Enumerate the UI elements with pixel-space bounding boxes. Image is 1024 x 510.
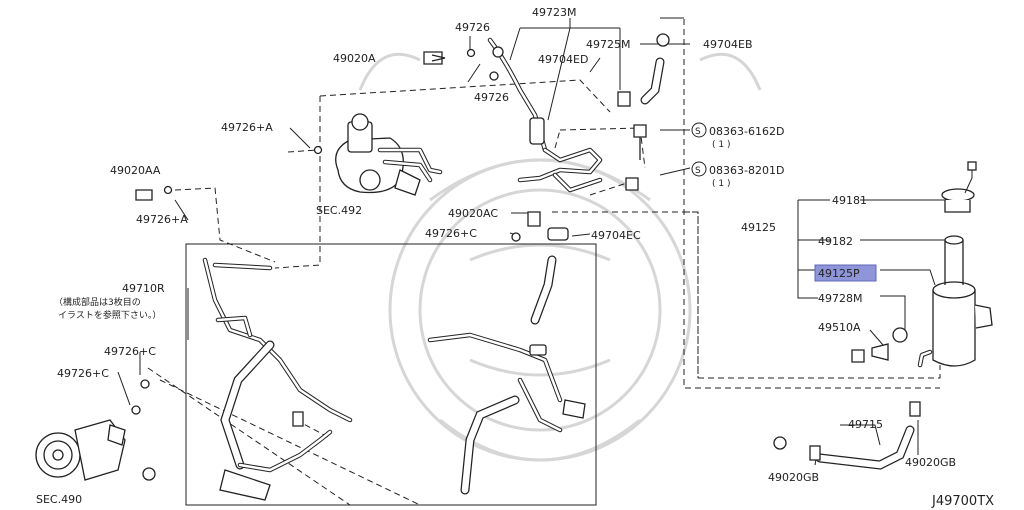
small-fasteners — [131, 46, 908, 481]
qty-08363-6162D: ( 1 ) — [712, 140, 730, 150]
label-49726-plus-c-1[interactable]: 49726+C — [425, 227, 477, 240]
label-49510A[interactable]: 49510A — [818, 321, 861, 334]
label-49723M[interactable]: 49723M — [532, 6, 576, 19]
label-08363-6162D[interactable]: 08363-6162D — [709, 125, 784, 138]
label-49726-top[interactable]: 49726 — [455, 21, 490, 34]
steering-gear-sec492 — [335, 113, 443, 196]
note-line-2: イラストを参照下さい。） — [58, 309, 161, 321]
screw-symbols: S S — [691, 122, 707, 177]
label-49020AA[interactable]: 49020AA — [110, 164, 161, 177]
screw-s-icon-2: S — [695, 166, 701, 176]
label-49704EB[interactable]: 49704EB — [703, 38, 753, 51]
part-labels: 49723M 49726 49725M 49704EB 49020A 49704… — [36, 6, 994, 509]
pipe-assembly-49710R — [202, 257, 586, 501]
return-hose-49704EC — [530, 255, 557, 325]
label-49020GB-1[interactable]: 49020GB — [905, 456, 956, 469]
label-49728M[interactable]: 49728M — [818, 292, 862, 305]
label-49726-mid[interactable]: 49726 — [474, 91, 509, 104]
label-49125[interactable]: 49125 — [741, 221, 776, 234]
label-49020GB-2[interactable]: 49020GB — [768, 471, 819, 484]
qty-08363-8201D: ( 1 ) — [712, 179, 730, 189]
pipe-assembly-frame — [185, 243, 597, 506]
suction-hose-49715 — [809, 401, 921, 470]
label-49020AC[interactable]: 49020AC — [448, 207, 498, 220]
label-sec490[interactable]: SEC.490 — [36, 493, 82, 506]
watermark-emblem — [358, 52, 762, 462]
screw-s-icon-1: S — [695, 127, 701, 137]
reservoir-tank-49125 — [917, 161, 993, 368]
label-49715[interactable]: 49715 — [848, 418, 883, 431]
label-49181[interactable]: 49181 — [832, 194, 867, 207]
label-49704ED[interactable]: 49704ED — [538, 53, 588, 66]
highlight-box-49125P — [814, 264, 877, 282]
label-49726-plus-a-1[interactable]: 49726+A — [221, 121, 273, 134]
label-08363-8201D[interactable]: 08363-8201D — [709, 164, 784, 177]
pressure-pipe-49723M — [487, 33, 670, 193]
label-49726-plus-c-3[interactable]: 49726+C — [57, 367, 109, 380]
label-49020A[interactable]: 49020A — [333, 52, 376, 65]
note-line-1: （構成部品は3枚目の — [54, 296, 141, 308]
label-49726-plus-c-2[interactable]: 49726+C — [104, 345, 156, 358]
label-49704EC[interactable]: 49704EC — [591, 229, 641, 242]
label-49726-plus-a-2[interactable]: 49726+A — [136, 213, 188, 226]
label-49182[interactable]: 49182 — [818, 235, 853, 248]
power-steering-pump-sec490 — [35, 419, 126, 481]
label-49710R[interactable]: 49710R — [122, 282, 165, 295]
diagram-reference-code: J49700TX — [931, 494, 994, 509]
label-49125P[interactable]: 49125P — [818, 267, 860, 280]
label-sec492[interactable]: SEC.492 — [316, 204, 362, 217]
label-49725M[interactable]: 49725M — [586, 38, 630, 51]
